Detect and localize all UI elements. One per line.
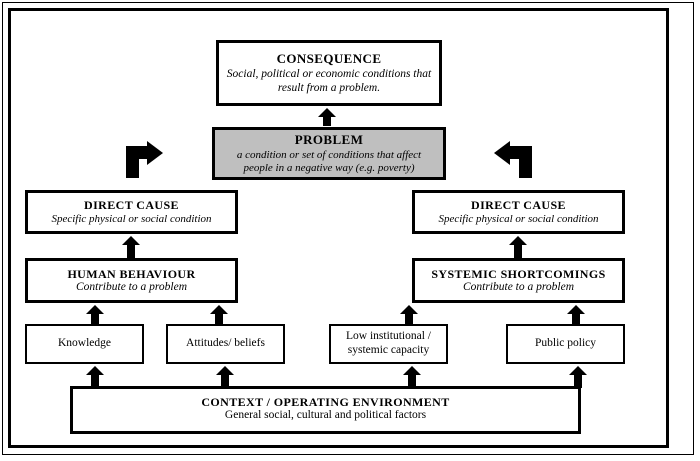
factor-box-knowledge: Knowledge bbox=[25, 324, 144, 364]
arrow-shaft bbox=[91, 313, 99, 327]
systemic-shortcomings-box: SYSTEMIC SHORTCOMINGS Contribute to a pr… bbox=[412, 258, 625, 303]
arrowhead bbox=[210, 305, 228, 314]
arrow-shaft bbox=[323, 116, 331, 126]
human-behaviour-subtitle: Contribute to a problem bbox=[75, 280, 188, 293]
factor-label: Public policy bbox=[534, 337, 596, 350]
problem-subtitle: a condition or set of conditions that af… bbox=[236, 148, 422, 174]
context-box: CONTEXT / OPERATING ENVIRONMENT General … bbox=[70, 386, 581, 434]
direct-cause-left-subtitle: Specific physical or social condition bbox=[51, 212, 212, 225]
arrow-shaft bbox=[91, 374, 99, 388]
arrowhead bbox=[403, 366, 421, 375]
factor-label: Attitudes/ beliefs bbox=[186, 337, 265, 350]
direct-cause-left-box: DIRECT CAUSE Specific physical or social… bbox=[25, 190, 238, 234]
arrowhead bbox=[216, 366, 234, 375]
systemic-shortcomings-subtitle: Contribute to a problem bbox=[462, 280, 575, 293]
arrow-shaft bbox=[405, 313, 413, 327]
elbow-horizontal-segment bbox=[510, 146, 532, 159]
arrow-shaft bbox=[572, 313, 580, 327]
systemic-shortcomings-title: SYSTEMIC SHORTCOMINGS bbox=[431, 266, 606, 281]
factor-box-public-policy: Public policy bbox=[506, 324, 625, 364]
context-subtitle: General social, cultural and political f… bbox=[224, 409, 427, 422]
arrowhead bbox=[400, 305, 418, 314]
factor-label: Low institutional / systemic capacity bbox=[346, 330, 431, 356]
arrow-shaft bbox=[514, 244, 522, 258]
context-title: CONTEXT / OPERATING ENVIRONMENT bbox=[201, 395, 450, 409]
elbow-horizontal-segment bbox=[126, 146, 148, 159]
elbow-arrowhead bbox=[494, 140, 510, 165]
elbow-arrow-right-icon bbox=[126, 136, 172, 178]
arrowhead bbox=[318, 108, 336, 117]
consequence-subtitle: Social, political or economic conditions… bbox=[226, 68, 432, 94]
problem-title: PROBLEM bbox=[294, 132, 364, 148]
arrow-shaft bbox=[408, 374, 416, 388]
elbow-arrow-left-icon bbox=[486, 136, 532, 178]
arrowhead bbox=[567, 305, 585, 314]
arrowhead bbox=[86, 366, 104, 375]
arrow-shaft bbox=[574, 374, 582, 388]
factor-label: Knowledge bbox=[57, 337, 111, 350]
outer-border bbox=[2, 2, 694, 455]
elbow-arrowhead bbox=[147, 140, 163, 165]
arrowhead bbox=[122, 236, 140, 245]
arrow-shaft bbox=[127, 244, 135, 258]
arrowhead bbox=[569, 366, 587, 375]
human-behaviour-title: HUMAN BEHAVIOUR bbox=[67, 266, 196, 281]
factor-box-attitudes: Attitudes/ beliefs bbox=[166, 324, 285, 364]
arrow-shaft bbox=[215, 313, 223, 327]
arrowhead bbox=[86, 305, 104, 314]
direct-cause-left-title: DIRECT CAUSE bbox=[84, 198, 179, 213]
arrowhead bbox=[509, 236, 527, 245]
problem-box: PROBLEM a condition or set of conditions… bbox=[212, 127, 446, 180]
arrow-shaft bbox=[221, 374, 229, 388]
direct-cause-right-subtitle: Specific physical or social condition bbox=[438, 212, 599, 225]
consequence-box: CONSEQUENCE Social, political or economi… bbox=[216, 40, 442, 106]
consequence-title: CONSEQUENCE bbox=[276, 50, 382, 66]
human-behaviour-box: HUMAN BEHAVIOUR Contribute to a problem bbox=[25, 258, 238, 303]
direct-cause-right-box: DIRECT CAUSE Specific physical or social… bbox=[412, 190, 625, 234]
direct-cause-right-title: DIRECT CAUSE bbox=[471, 198, 566, 213]
factor-box-capacity: Low institutional / systemic capacity bbox=[329, 324, 448, 364]
